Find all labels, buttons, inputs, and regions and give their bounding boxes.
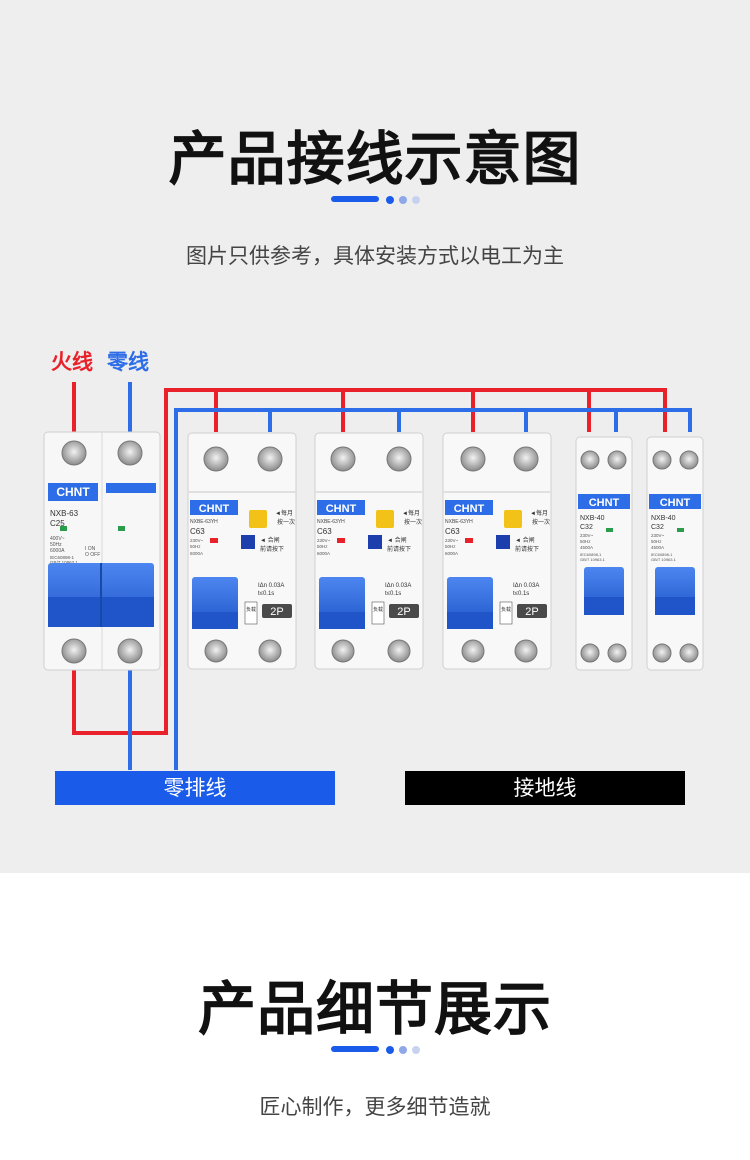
main-model: NXB-63 [50, 509, 79, 518]
svg-text:按一次: 按一次 [277, 518, 295, 526]
svg-text:6000A: 6000A [445, 551, 458, 556]
title-decoration-2 [0, 1046, 750, 1056]
mcb-1: CHNT NXB-40 C32 230V~ 50Hz 4500A IEC6089… [575, 436, 633, 671]
svg-text:4500A: 4500A [651, 545, 664, 550]
svg-text:GB/T 10963.1: GB/T 10963.1 [50, 560, 78, 565]
rcbo-1: CHNT ◄每月 按一次 NXBE-63YH C63 230V~ 50Hz 60… [187, 432, 297, 670]
svg-text:50Hz: 50Hz [190, 544, 201, 549]
svg-text:230V~: 230V~ [190, 538, 204, 543]
section-subtitle-wiring: 图片只供参考，具体安装方式以电工为主 [186, 244, 564, 268]
svg-text:CHNT: CHNT [199, 503, 230, 515]
svg-text:IEC60898-1: IEC60898-1 [50, 555, 75, 560]
svg-text:2P: 2P [397, 606, 410, 618]
svg-text:400V~: 400V~ [50, 536, 65, 542]
svg-text:NXBE-63YH: NXBE-63YH [445, 519, 473, 525]
svg-text:O OFF: O OFF [85, 552, 100, 558]
section-title-details: 产品细节展示 [197, 975, 552, 1043]
svg-text:◄每月: ◄每月 [530, 509, 548, 517]
ground-wire-label: 接地线 [405, 771, 685, 805]
svg-text:CHNT: CHNT [454, 503, 485, 515]
svg-text:按一次: 按一次 [532, 518, 550, 526]
live-wire-label: 火线 [51, 350, 93, 374]
svg-text:NXBE-63YH: NXBE-63YH [317, 519, 345, 525]
svg-text:50Hz: 50Hz [580, 539, 591, 544]
svg-text:230V~: 230V~ [317, 538, 331, 543]
svg-text:4500A: 4500A [580, 545, 593, 550]
svg-text:I ON: I ON [85, 546, 96, 552]
svg-text:◄ 合闸: ◄ 合闸 [387, 536, 407, 544]
svg-text:NXBE-63YH: NXBE-63YH [190, 519, 218, 525]
svg-text:IEC60898-1: IEC60898-1 [651, 552, 673, 557]
svg-text:CHNT: CHNT [589, 497, 620, 509]
svg-text:按一次: 按一次 [404, 518, 422, 526]
wiring-diagram: CHNT NXB-63 C25 400V~ 50Hz 6000A IEC6089… [43, 382, 704, 770]
svg-text:CHNT: CHNT [326, 503, 357, 515]
svg-text:前请按下: 前请按下 [260, 545, 284, 553]
svg-text:CHNT: CHNT [660, 497, 691, 509]
svg-text:6000A: 6000A [50, 548, 65, 554]
svg-text:IΔn 0.03A: IΔn 0.03A [385, 583, 411, 589]
svg-text:6000A: 6000A [317, 551, 330, 556]
main-rating: C25 [50, 519, 65, 528]
svg-text:t≤0.1s: t≤0.1s [385, 591, 401, 597]
svg-text:t≤0.1s: t≤0.1s [513, 591, 529, 597]
section-title-wiring: 产品接线示意图 [168, 125, 582, 193]
svg-text:GB/T 10963.1: GB/T 10963.1 [580, 557, 606, 562]
svg-text:IEC60898-1: IEC60898-1 [580, 552, 602, 557]
svg-text:C63: C63 [445, 527, 460, 536]
svg-text:C63: C63 [317, 527, 332, 536]
svg-text:NXB-40: NXB-40 [580, 515, 605, 522]
svg-text:NXB-40: NXB-40 [651, 515, 676, 522]
svg-text:50Hz: 50Hz [50, 542, 62, 548]
svg-text:前请按下: 前请按下 [515, 545, 539, 553]
svg-text:◄ 合闸: ◄ 合闸 [515, 536, 535, 544]
svg-text:负载: 负载 [501, 606, 511, 613]
svg-text:2P: 2P [525, 606, 538, 618]
section-subtitle-details: 匠心制作，更多细节造就 [259, 1095, 491, 1119]
svg-text:50Hz: 50Hz [651, 539, 662, 544]
svg-text:IΔn 0.03A: IΔn 0.03A [258, 583, 284, 589]
svg-text:◄ 合闸: ◄ 合闸 [260, 536, 280, 544]
svg-text:t≤0.1s: t≤0.1s [258, 591, 274, 597]
neutral-busbar-label: 零排线 [55, 771, 335, 805]
main-brand-logo: CHNT [56, 485, 90, 499]
svg-text:C63: C63 [190, 527, 205, 536]
svg-text:GB/T 10963.1: GB/T 10963.1 [651, 557, 677, 562]
svg-text:50Hz: 50Hz [317, 544, 328, 549]
title-decoration [0, 196, 750, 206]
svg-text:◄每月: ◄每月 [275, 509, 293, 517]
svg-text:2P: 2P [270, 606, 283, 618]
svg-text:负载: 负载 [373, 606, 383, 613]
svg-text:C32: C32 [651, 524, 664, 531]
svg-text:50Hz: 50Hz [445, 544, 456, 549]
svg-text:IΔn 0.03A: IΔn 0.03A [513, 583, 539, 589]
svg-text:负载: 负载 [246, 606, 256, 613]
svg-text:230V~: 230V~ [445, 538, 459, 543]
rcbo-3: CHNT ◄每月 按一次 NXBE-63YH C63 230V~ 50Hz 60… [442, 432, 552, 670]
neutral-wire-label: 零线 [107, 350, 149, 374]
main-breaker: CHNT NXB-63 C25 400V~ 50Hz 6000A IEC6089… [43, 431, 161, 671]
svg-text:230V~: 230V~ [651, 533, 665, 538]
svg-text:◄每月: ◄每月 [402, 509, 420, 517]
svg-text:230V~: 230V~ [580, 533, 594, 538]
mcb-2: CHNT NXB-40 C32 230V~ 50Hz 4500A IEC6089… [646, 436, 704, 671]
svg-text:6000A: 6000A [190, 551, 203, 556]
svg-text:前请按下: 前请按下 [387, 545, 411, 553]
svg-text:C32: C32 [580, 524, 593, 531]
rcbo-2: CHNT ◄每月 按一次 NXBE-63YH C63 230V~ 50Hz 60… [314, 432, 424, 670]
